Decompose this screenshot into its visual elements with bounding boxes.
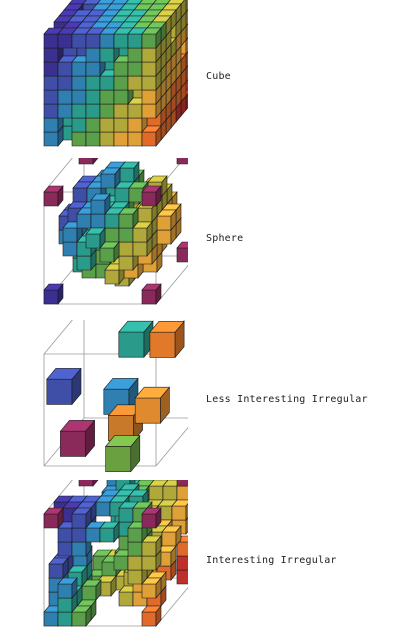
irregular-voxel	[71, 507, 92, 529]
sphere-voxel	[43, 283, 64, 305]
cube-voxel	[141, 27, 162, 49]
irregular-voxel	[99, 521, 120, 543]
sphere-voxel	[72, 181, 93, 203]
figure-row-interesting-irregular: Interesting Irregular	[0, 480, 400, 630]
irregular-voxel	[78, 480, 99, 487]
cube-voxel-figure	[43, 0, 188, 147]
sphere-voxel	[141, 283, 162, 305]
large-voxel-block	[134, 386, 171, 425]
figure-row-cube: Cube	[0, 0, 400, 150]
figure-label-interesting-irregular: Interesting Irregular	[206, 555, 337, 566]
irregular-voxel	[81, 579, 102, 601]
sphere-voxel-figure	[43, 158, 188, 305]
sphere-voxel	[118, 207, 139, 229]
large-voxel-block	[149, 320, 185, 359]
sphere-voxel	[43, 185, 64, 207]
irregular-voxel	[141, 605, 162, 627]
irregular-voxel	[43, 507, 64, 529]
sphere-voxel	[85, 227, 106, 249]
large-voxel-block	[118, 320, 154, 359]
less-interesting-irregular-voxel-figure	[43, 320, 188, 473]
figure-label-less-interesting-irregular: Less Interesting Irregular	[206, 394, 368, 405]
sphere-voxel	[176, 158, 188, 165]
sphere-voxel	[100, 167, 121, 189]
large-voxel-block	[59, 419, 96, 458]
irregular-voxel	[171, 499, 188, 521]
figure-row-less-interesting-irregular: Less Interesting Irregular	[0, 320, 400, 473]
sphere-voxel	[99, 241, 120, 263]
figure-label-cube: Cube	[206, 71, 231, 82]
irregular-voxel	[141, 507, 162, 529]
figure-row-sphere: Sphere	[0, 158, 400, 308]
irregular-voxel	[161, 525, 182, 547]
sphere-voxel	[176, 241, 188, 263]
figure-label-sphere: Sphere	[206, 233, 244, 244]
sphere-voxel	[132, 221, 153, 243]
interesting-irregular-voxel-figure	[43, 480, 188, 627]
irregular-voxel	[176, 480, 188, 487]
cube-voxel	[141, 125, 162, 147]
sphere-voxel	[119, 161, 140, 183]
irregular-voxel	[141, 577, 162, 599]
sphere-voxel	[90, 193, 111, 215]
sphere-voxel	[78, 158, 99, 165]
irregular-voxel	[141, 535, 162, 557]
sphere-voxel	[141, 185, 162, 207]
irregular-voxel	[48, 557, 69, 579]
large-voxel-block	[46, 367, 82, 406]
irregular-voxel	[57, 577, 78, 599]
large-voxel-block	[104, 434, 141, 473]
